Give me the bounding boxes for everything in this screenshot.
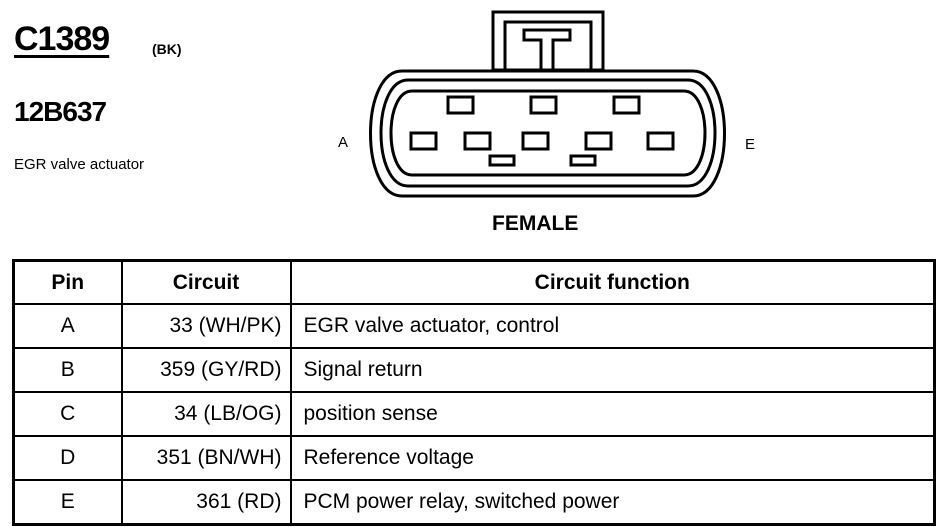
- circuit-cell: 351 (BN/WH): [120, 435, 292, 481]
- pin-cavity-a: [409, 131, 438, 151]
- pin-cell: E: [12, 479, 123, 526]
- pin-cell: C: [12, 391, 123, 437]
- pin-cavities: [409, 131, 675, 151]
- housing-outer: [369, 69, 726, 198]
- header-pin: Pin: [12, 259, 123, 305]
- pin-cavity-d: [584, 131, 613, 151]
- table-header-row: Pin Circuit Circuit function: [12, 259, 936, 305]
- pin-cell: B: [12, 347, 123, 393]
- table-row: B 359 (GY/RD) Signal return: [12, 347, 936, 393]
- key-1: [446, 95, 475, 115]
- connector-color-code: (BK): [152, 41, 182, 57]
- table-row: E 361 (RD) PCM power relay, switched pow…: [12, 479, 936, 526]
- connector-description: EGR valve actuator: [14, 156, 145, 173]
- connector-housing: [369, 69, 726, 198]
- bottom-key-2: [569, 154, 597, 167]
- housing-middle: [379, 78, 717, 188]
- housing-inner: [389, 89, 707, 177]
- key-2: [529, 95, 558, 115]
- table-row: C 34 (LB/OG) position sense: [12, 391, 936, 437]
- top-keys: [446, 95, 641, 115]
- function-cell: EGR valve actuator, control: [289, 303, 936, 349]
- connector-face-diagram: [369, 10, 726, 198]
- part-number: 12B637: [14, 96, 107, 127]
- pin-cell: A: [12, 303, 123, 349]
- function-cell: Signal return: [289, 347, 936, 393]
- locking-tab: [491, 10, 605, 72]
- connector-id: C1389: [14, 20, 110, 58]
- function-cell: PCM power relay, switched power: [289, 479, 936, 526]
- header-circuit-function: Circuit function: [289, 259, 936, 305]
- circuit-cell: 359 (GY/RD): [120, 347, 292, 393]
- connector-gender-label: FEMALE: [492, 212, 579, 235]
- bottom-key-1: [488, 154, 516, 167]
- table-row: A 33 (WH/PK) EGR valve actuator, control: [12, 303, 936, 349]
- circuit-cell: 34 (LB/OG): [120, 391, 292, 437]
- bottom-keys: [488, 154, 597, 167]
- circuit-cell: 33 (WH/PK): [120, 303, 292, 349]
- circuit-cell: 361 (RD): [120, 479, 292, 526]
- pin-cavity-e: [646, 131, 675, 151]
- function-cell: position sense: [289, 391, 936, 437]
- function-cell: Reference voltage: [289, 435, 936, 481]
- pin-cavity-c: [521, 131, 550, 151]
- key-3: [612, 95, 641, 115]
- pin-cavity-b: [463, 131, 492, 151]
- header-circuit: Circuit: [120, 259, 292, 305]
- table-row: D 351 (BN/WH) Reference voltage: [12, 435, 936, 481]
- pin-cell: D: [12, 435, 123, 481]
- pin-a-position-label: A: [338, 134, 349, 151]
- pin-e-position-label: E: [745, 136, 756, 153]
- locking-tab-t: [522, 28, 572, 72]
- pin-table: Pin Circuit Circuit function A 33 (WH/PK…: [12, 259, 936, 526]
